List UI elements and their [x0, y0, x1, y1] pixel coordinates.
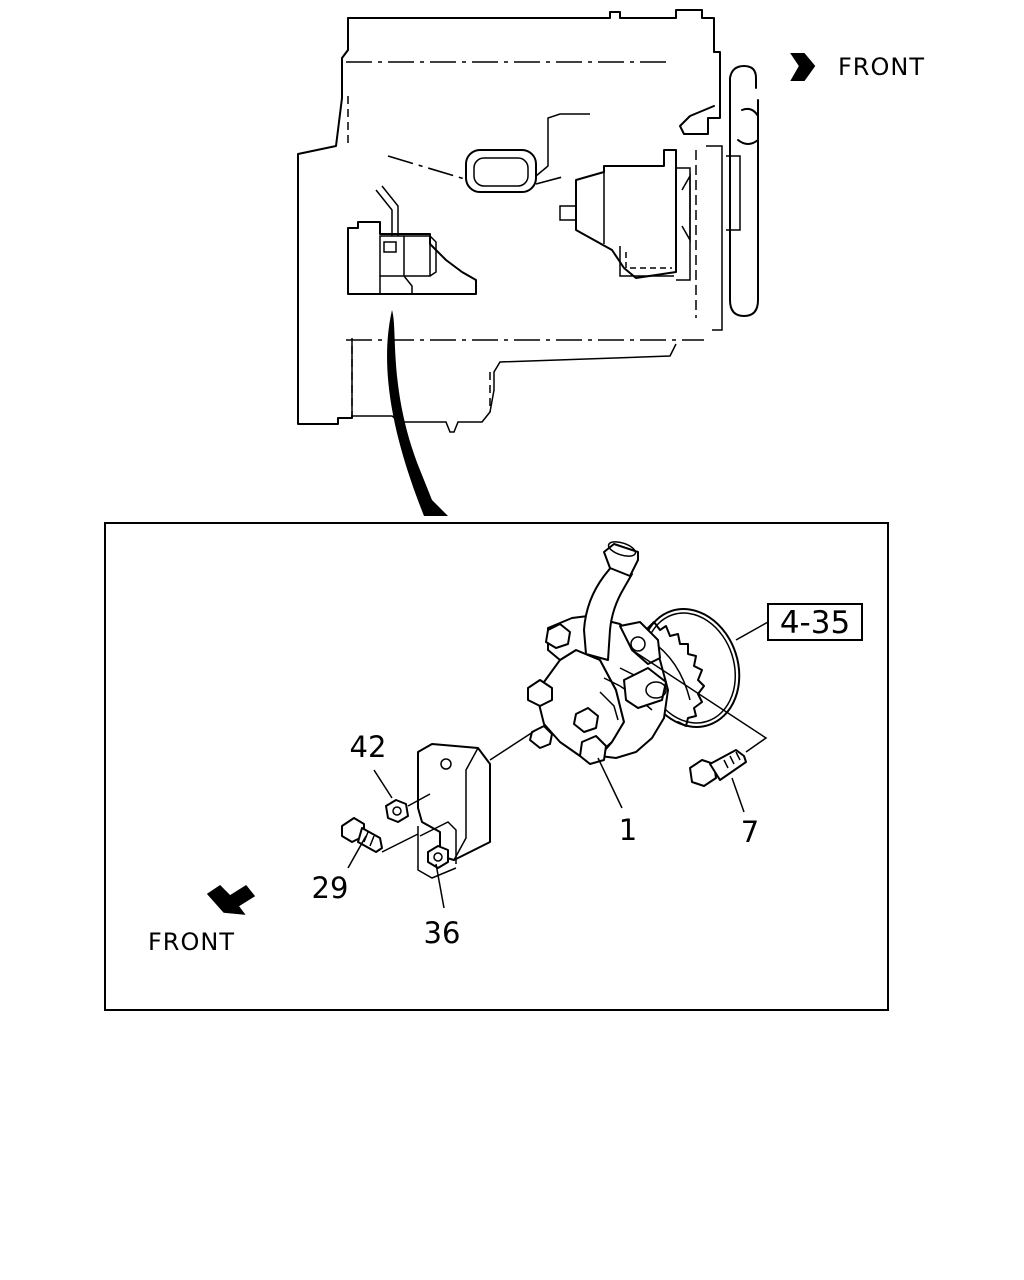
- part-label-36: 36: [424, 916, 461, 950]
- front-arrow-top: [790, 53, 816, 81]
- vacuum-pump: [527, 541, 669, 765]
- bracket-link-line: [489, 729, 537, 761]
- part-label-42: 42: [350, 730, 387, 764]
- ref-callout-box: [767, 603, 863, 641]
- part-label-29: 29: [312, 871, 349, 905]
- arrow-down-left-icon: [206, 885, 256, 915]
- bolt-29: [341, 817, 419, 853]
- nut-36: [427, 845, 449, 869]
- front-label-top: FRONT: [838, 53, 925, 81]
- nut-42: [385, 793, 431, 823]
- front-label-bottom: FRONT: [148, 928, 235, 956]
- detail-box: [104, 522, 889, 1011]
- bolt-centreline: [631, 649, 768, 753]
- front-arrow-bottom: [206, 885, 256, 915]
- leader-lines: [347, 621, 769, 909]
- mounting-bracket: [417, 743, 491, 879]
- arrow-right-icon: [790, 53, 816, 81]
- engine-overview: [297, 9, 759, 516]
- part-label-1: 1: [619, 813, 637, 847]
- ref-callout-label: 4-35: [780, 605, 850, 641]
- part-label-7: 7: [741, 815, 759, 849]
- bolt-7: [689, 749, 747, 787]
